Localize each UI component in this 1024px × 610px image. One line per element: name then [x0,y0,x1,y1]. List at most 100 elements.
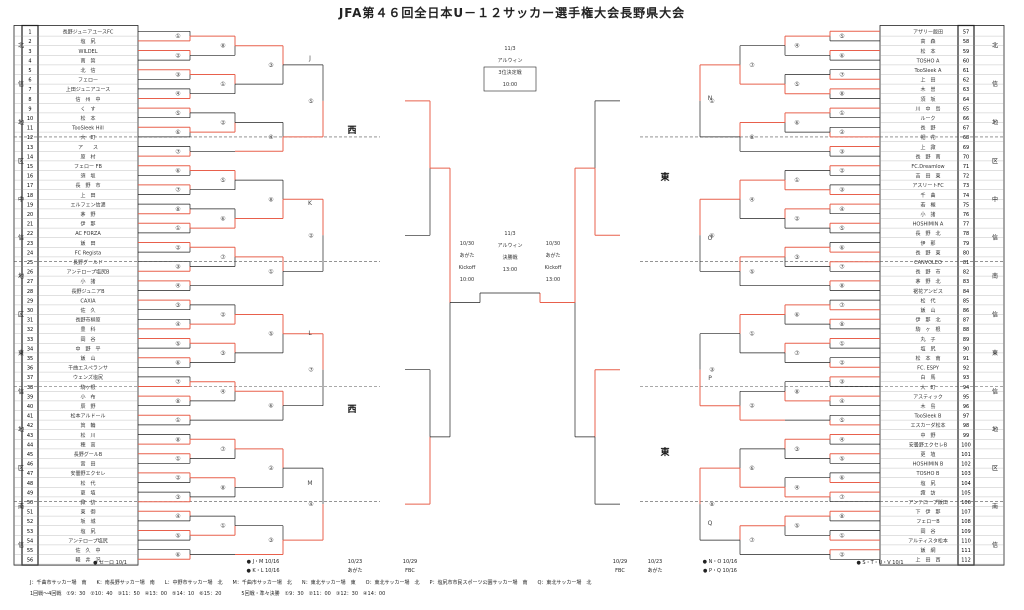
team-name: 長 野 北 [915,230,940,237]
match-number-label: ① [220,523,225,530]
team-number: 105 [961,490,971,496]
team-number: 47 [27,471,33,477]
region-label: 信 [18,80,24,88]
semi-right-label: Kickoff [545,265,562,271]
bottom-date-sub: ● P・Q 10/16 [703,568,737,574]
match-number-label: ③ [175,494,180,501]
match-number-label: ① [794,177,799,184]
match-number-label: ⑥ [175,360,180,367]
team-name: 信 州 中 [75,96,100,103]
region-label: 南 [18,503,24,511]
region-label: 東 [18,349,24,357]
match-number-label: ⑦ [839,72,845,79]
group-letter: Q [708,520,713,527]
team-name: 諏 訪 [920,489,935,496]
team-name: FC Regista [75,250,101,256]
match-number-label: ⑧ [220,484,225,491]
team-number: 43 [27,433,33,439]
match-number-label: ⑧ [709,501,714,508]
team-name: 大 町 [920,384,935,391]
team-name: アスティック [913,394,943,400]
match-number-label: ④ [308,501,313,508]
match-number-label: ⑤ [175,110,180,117]
region-label: 東 [992,349,998,357]
team-name: 原 村 [80,153,95,160]
team-name: 小 布 [80,393,95,400]
team-name: 中 野 平 [75,345,100,352]
team-name: 松 本 [920,48,935,55]
team-number: 67 [963,126,969,132]
team-number: 74 [963,193,969,199]
match-number-label: ⑧ [175,398,180,405]
team-number: 64 [963,97,969,103]
team-number: 27 [27,279,33,285]
team-number: 90 [963,346,969,352]
match-number-label: ⑧ [839,91,844,98]
team-name: エルフェン信濃 [70,201,105,208]
venue-note: J：千曲市サッカー場 南 K：南長野サッカー場 南 L：中野市サッカー場 北 M… [29,579,591,586]
region-label: 信 [992,387,998,395]
team-name: 松本アルドール [71,413,106,420]
match-number-label: ⑧ [220,43,225,50]
team-number: 33 [27,337,33,343]
match-number-label: ⑦ [308,367,314,374]
third-place-time: 10:00 [503,82,517,88]
team-name: 更 埴 [920,451,935,458]
team-number: 32 [27,327,33,333]
team-number: 91 [963,356,969,362]
region-label: 南 [992,272,998,280]
match-number-label: ④ [220,388,225,395]
team-name: 長野市柳原 [75,317,100,324]
match-number-label: ④ [749,196,754,203]
match-number-label: ① [175,456,180,463]
group-letter: N [708,95,713,102]
team-number: 4 [28,58,31,64]
match-number-label: ② [839,360,845,367]
team-number: 89 [963,337,969,343]
team-number: 44 [27,442,33,448]
team-name: く す [80,106,95,112]
team-number: 39 [27,394,33,400]
team-name: 飯 綱 [920,547,935,554]
semi-right-time: 13:00 [546,277,560,283]
match-number-label: ⑥ [794,120,799,127]
team-number: 17 [27,183,33,189]
match-number-label: ④ [839,206,844,213]
team-name: 箕 輪 [80,422,95,429]
team-number: 93 [963,375,969,381]
team-name: CANVOLEO [914,260,942,266]
match-number-label: ② [839,552,845,559]
team-number: 45 [27,452,33,458]
semi-left-venue: あがた [459,252,474,259]
team-name: 長野ジュニアB [71,288,105,295]
match-number-label: ⑤ [794,81,799,88]
team-number: 108 [961,519,971,525]
team-name: 千曲エスペランサ [68,365,108,372]
team-name: 木 曽 [920,86,935,93]
match-number-label: ⑦ [839,264,845,271]
match-number-label: ⑥ [839,244,844,251]
team-name: 吉 田 東 [915,173,940,180]
team-number: 109 [961,529,971,535]
region-label: 区 [18,312,24,319]
team-number: 8 [28,97,31,103]
team-number: 72 [963,174,969,180]
team-name: 松 代 [80,480,95,487]
team-name: 安曇野エクセレB [909,441,948,448]
match-number-label: ⑧ [749,134,754,141]
team-name: 川 中 島 [915,105,940,112]
match-number-label: ⑥ [839,52,844,59]
team-name: 更 埴 [80,489,95,496]
match-number-label: ② [839,129,845,136]
team-number: 80 [963,250,969,256]
team-number: 9 [28,106,31,112]
team-name: CAXIA [80,298,96,304]
team-number: 79 [963,241,969,247]
match-number-label: ④ [268,134,273,141]
match-number-label: ① [175,225,180,232]
team-name: FC. ESPY [917,366,940,372]
team-name: 大 町 [80,134,95,141]
block-label-east-bottom: 東 [660,446,669,458]
team-number: 83 [963,279,969,285]
block-label-east-top: 東 [660,171,669,183]
